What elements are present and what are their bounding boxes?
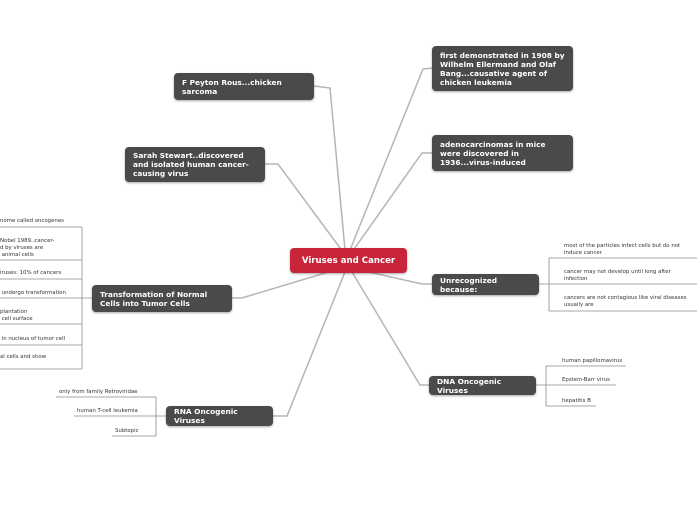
bracket-unrecognized: [539, 257, 697, 312]
connector-rna: [272, 271, 346, 417]
topic-rous[interactable]: F Peyton Rous...chicken sarcoma: [174, 73, 314, 100]
subtopic-transformation-6[interactable]: in nucleus of tumor cell: [0, 336, 66, 342]
connector-unrecognized: [359, 269, 434, 285]
bracket-transformation: [0, 226, 92, 370]
connector-dna: [351, 271, 430, 386]
topic-unrecognized[interactable]: Unrecognized because:: [432, 274, 539, 295]
connector-transformation: [231, 269, 336, 299]
topic-rna[interactable]: RNA Oncogenic Viruses: [166, 406, 273, 426]
connector-adeno: [351, 152, 434, 253]
subtopic-dna-1[interactable]: human papillomavirus: [562, 358, 623, 364]
bracket-rna: [56, 396, 166, 437]
connector-rous: [313, 85, 346, 251]
subtopic-transformation-5[interactable]: plantation cell surface: [0, 309, 33, 322]
topic-ellermand[interactable]: first demonstrated in 1908 by Wilhelm El…: [432, 46, 573, 91]
subtopic-unrecognized-1[interactable]: most of the particles infect cells but d…: [564, 243, 681, 256]
subtopic-brackets: [0, 226, 697, 437]
topic-dna[interactable]: DNA Oncogenic Viruses: [429, 376, 536, 395]
subtopic-unrecognized-3[interactable]: cancers are not contagious like viral di…: [564, 295, 687, 308]
subtopic-rna-2[interactable]: human T-cell leukemia: [77, 408, 138, 414]
subtopic-unrecognized-2[interactable]: cancer may not develop until long after …: [564, 269, 671, 282]
subtopic-transformation-2[interactable]: Nobel 1989..cancer- d by viruses are ani…: [0, 238, 55, 258]
subtopic-transformation-7[interactable]: al cells and show: [0, 354, 47, 360]
connector-lines: [231, 67, 434, 417]
subtopic-transformation-3[interactable]: iruses: 10% of cancers: [0, 270, 62, 276]
subtopic-dna-2[interactable]: Epstein-Barr virus: [562, 377, 610, 383]
topic-stewart[interactable]: Sarah Stewart..discovered and isolated h…: [125, 147, 265, 182]
bracket-dna: [536, 365, 626, 407]
subtopic-dna-3[interactable]: hepatitis B: [562, 398, 591, 404]
topic-transformation[interactable]: Transformation of Normal Cells into Tumo…: [92, 285, 232, 312]
subtopic-transformation-1[interactable]: nome called oncogenes: [0, 218, 64, 224]
subtopic-transformation-4[interactable]: undergo transformation: [0, 290, 66, 296]
topic-adeno[interactable]: adenocarcinomas in mice were discovered …: [432, 135, 573, 171]
subtopic-rna-1[interactable]: only from family Retroviridae: [59, 389, 138, 395]
connector-ellermand: [349, 67, 434, 251]
subtopic-rna-3[interactable]: Subtopic: [115, 428, 139, 434]
root-topic[interactable]: Viruses and Cancer: [290, 248, 407, 273]
connector-stewart: [264, 163, 344, 253]
